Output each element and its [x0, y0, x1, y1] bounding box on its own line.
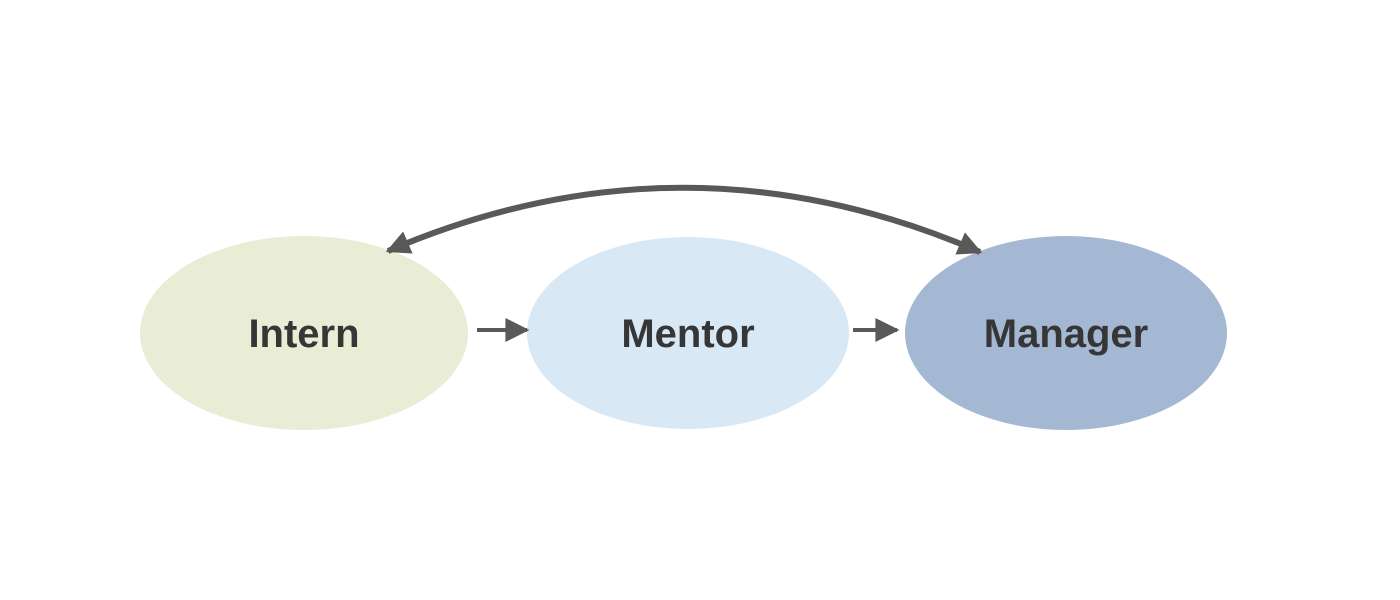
- node-intern: [140, 236, 468, 430]
- node-manager-label: Manager: [984, 312, 1149, 356]
- node-intern-label: Intern: [248, 312, 359, 356]
- node-mentor-label: Mentor: [621, 312, 754, 356]
- node-mentor: [527, 237, 849, 429]
- node-manager: [905, 236, 1227, 430]
- curved-double-arrow-intern-manager: [385, 184, 983, 255]
